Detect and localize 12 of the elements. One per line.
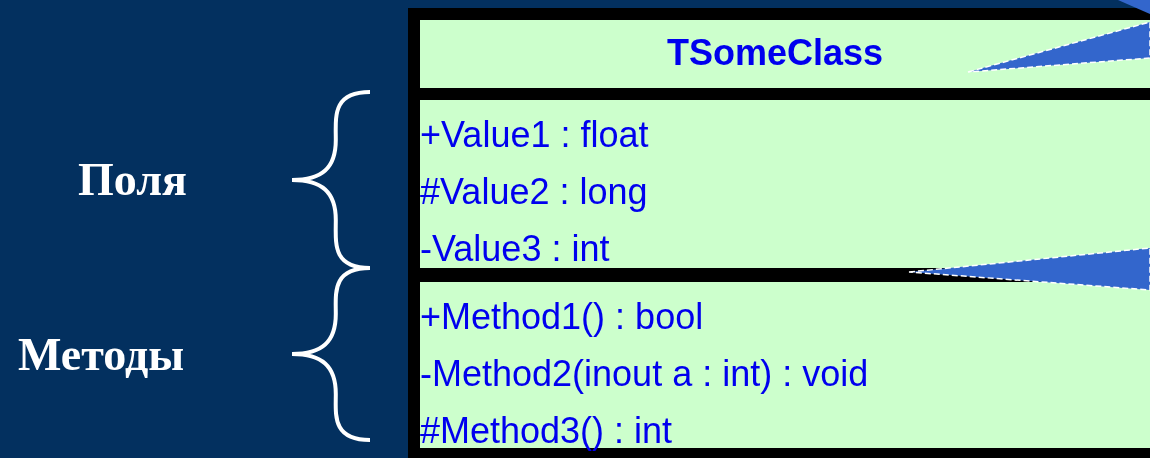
class-header <box>420 20 1150 88</box>
member-text: +Value1 : float <box>420 113 649 157</box>
class-box <box>408 8 1150 458</box>
class-name: TSomeClass <box>666 31 884 75</box>
member-text: -Value3 : int <box>420 227 610 271</box>
member-text: #Value2 : long <box>420 170 648 214</box>
member-text: -Method2(inout a : int) : void <box>420 352 869 396</box>
member-text: +Method1() : bool <box>420 295 704 339</box>
section-label: Поля <box>78 153 187 206</box>
member-text: #Method3() : int <box>420 409 673 453</box>
section-label: Методы <box>18 328 185 381</box>
member-compartment <box>420 100 1150 268</box>
